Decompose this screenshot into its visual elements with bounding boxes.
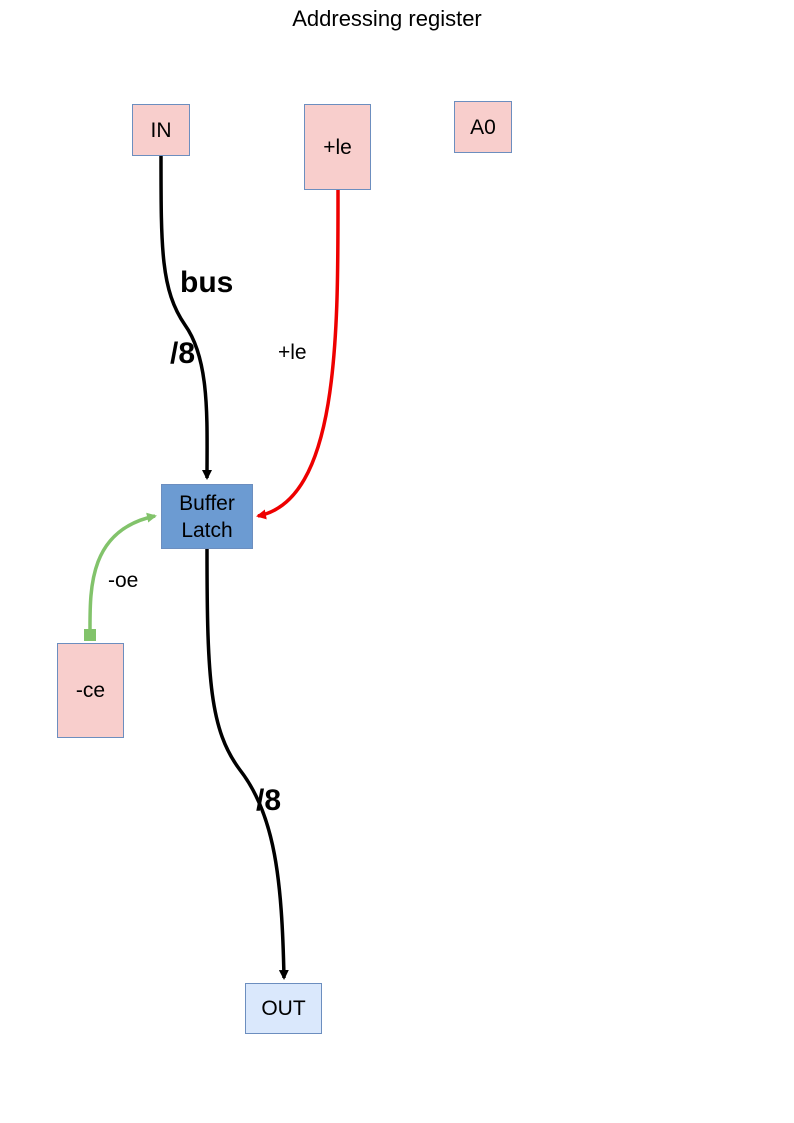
le-signal-label: +le [278, 341, 307, 364]
a0-node[interactable]: A0 [454, 101, 512, 153]
oe-wire [88, 512, 157, 634]
a0-node-label: A0 [470, 115, 496, 139]
bus-in-wire [159, 155, 213, 480]
buffer-latch-label-line2: Latch [181, 518, 233, 542]
le-wire [256, 189, 340, 520]
bus-width-out-label: /8 [256, 784, 282, 817]
ce-node-label: -ce [75, 679, 106, 702]
in-node-label: IN [150, 118, 172, 142]
bus-label: bus [180, 266, 234, 299]
le-node[interactable]: +le [304, 104, 371, 190]
diagram-title: Addressing register [292, 6, 482, 31]
oe-signal-label: -oe [108, 569, 139, 592]
out-node-label: OUT [261, 997, 306, 1020]
in-node[interactable]: IN [132, 104, 190, 156]
buffer-latch-label-line1: Buffer [179, 491, 235, 515]
out-node[interactable]: OUT [245, 983, 322, 1034]
oe-wire-terminal [84, 629, 96, 641]
bus-out-wire [205, 548, 289, 980]
buffer-latch-node[interactable]: Buffer Latch [161, 484, 253, 549]
bus-width-in-label: /8 [170, 337, 196, 370]
le-node-label: +le [323, 135, 352, 159]
ce-node[interactable]: -ce [57, 643, 124, 738]
